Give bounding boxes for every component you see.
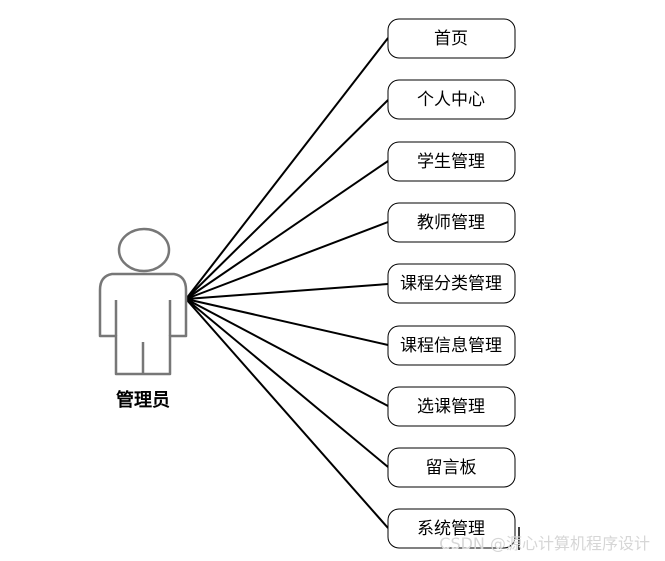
actor-head: [117, 227, 171, 273]
use-case-box: [387, 447, 516, 488]
association-line: [185, 298, 389, 407]
use-case-label: 课程分类管理: [400, 274, 502, 294]
use-case-label: 首页: [434, 29, 468, 49]
use-case-label: 留言板: [426, 458, 477, 478]
use-case-course-selection-management[interactable]: 选课管理: [387, 386, 516, 427]
association-line: [185, 298, 389, 468]
use-case-label: 选课管理: [417, 397, 485, 417]
watermark: CSDN @源心计算机程序设计: [439, 534, 650, 553]
use-case-box: [387, 386, 516, 427]
association-line: [185, 221, 389, 300]
use-case-box: [387, 18, 516, 59]
use-case-home[interactable]: 首页: [387, 18, 516, 59]
association-line: [185, 298, 389, 529]
use-case-box: [387, 263, 516, 304]
use-case-system-management[interactable]: 系统管理: [387, 508, 516, 549]
use-case-label: 课程信息管理: [400, 336, 502, 356]
use-case-box: [387, 79, 516, 120]
use-case-box: [387, 508, 516, 549]
association-line: [185, 283, 389, 300]
use-case-label: 系统管理: [417, 519, 485, 539]
association-line: [185, 298, 389, 346]
association-lines: [185, 37, 389, 529]
use-case-box: [387, 202, 516, 243]
use-case-box: [387, 141, 516, 182]
actor-label: 管理员: [116, 389, 170, 411]
use-case-course-info-management[interactable]: 课程信息管理: [387, 325, 516, 366]
use-case-message-board[interactable]: 留言板: [387, 447, 516, 488]
use-case-personal-center[interactable]: 个人中心: [387, 79, 516, 120]
actor-figure: [98, 227, 188, 376]
association-line: [185, 99, 389, 300]
use-case-box: [387, 325, 516, 366]
use-case-course-category-management[interactable]: 课程分类管理: [387, 263, 516, 304]
association-line: [185, 160, 389, 300]
use-case-label: 个人中心: [417, 90, 485, 110]
use-case-teacher-management[interactable]: 教师管理: [387, 202, 516, 243]
use-case-student-management[interactable]: 学生管理: [387, 141, 516, 182]
association-line: [185, 37, 389, 300]
use-case-label: 学生管理: [417, 152, 485, 172]
actor-body: [98, 272, 188, 376]
use-case-label: 教师管理: [417, 213, 485, 233]
